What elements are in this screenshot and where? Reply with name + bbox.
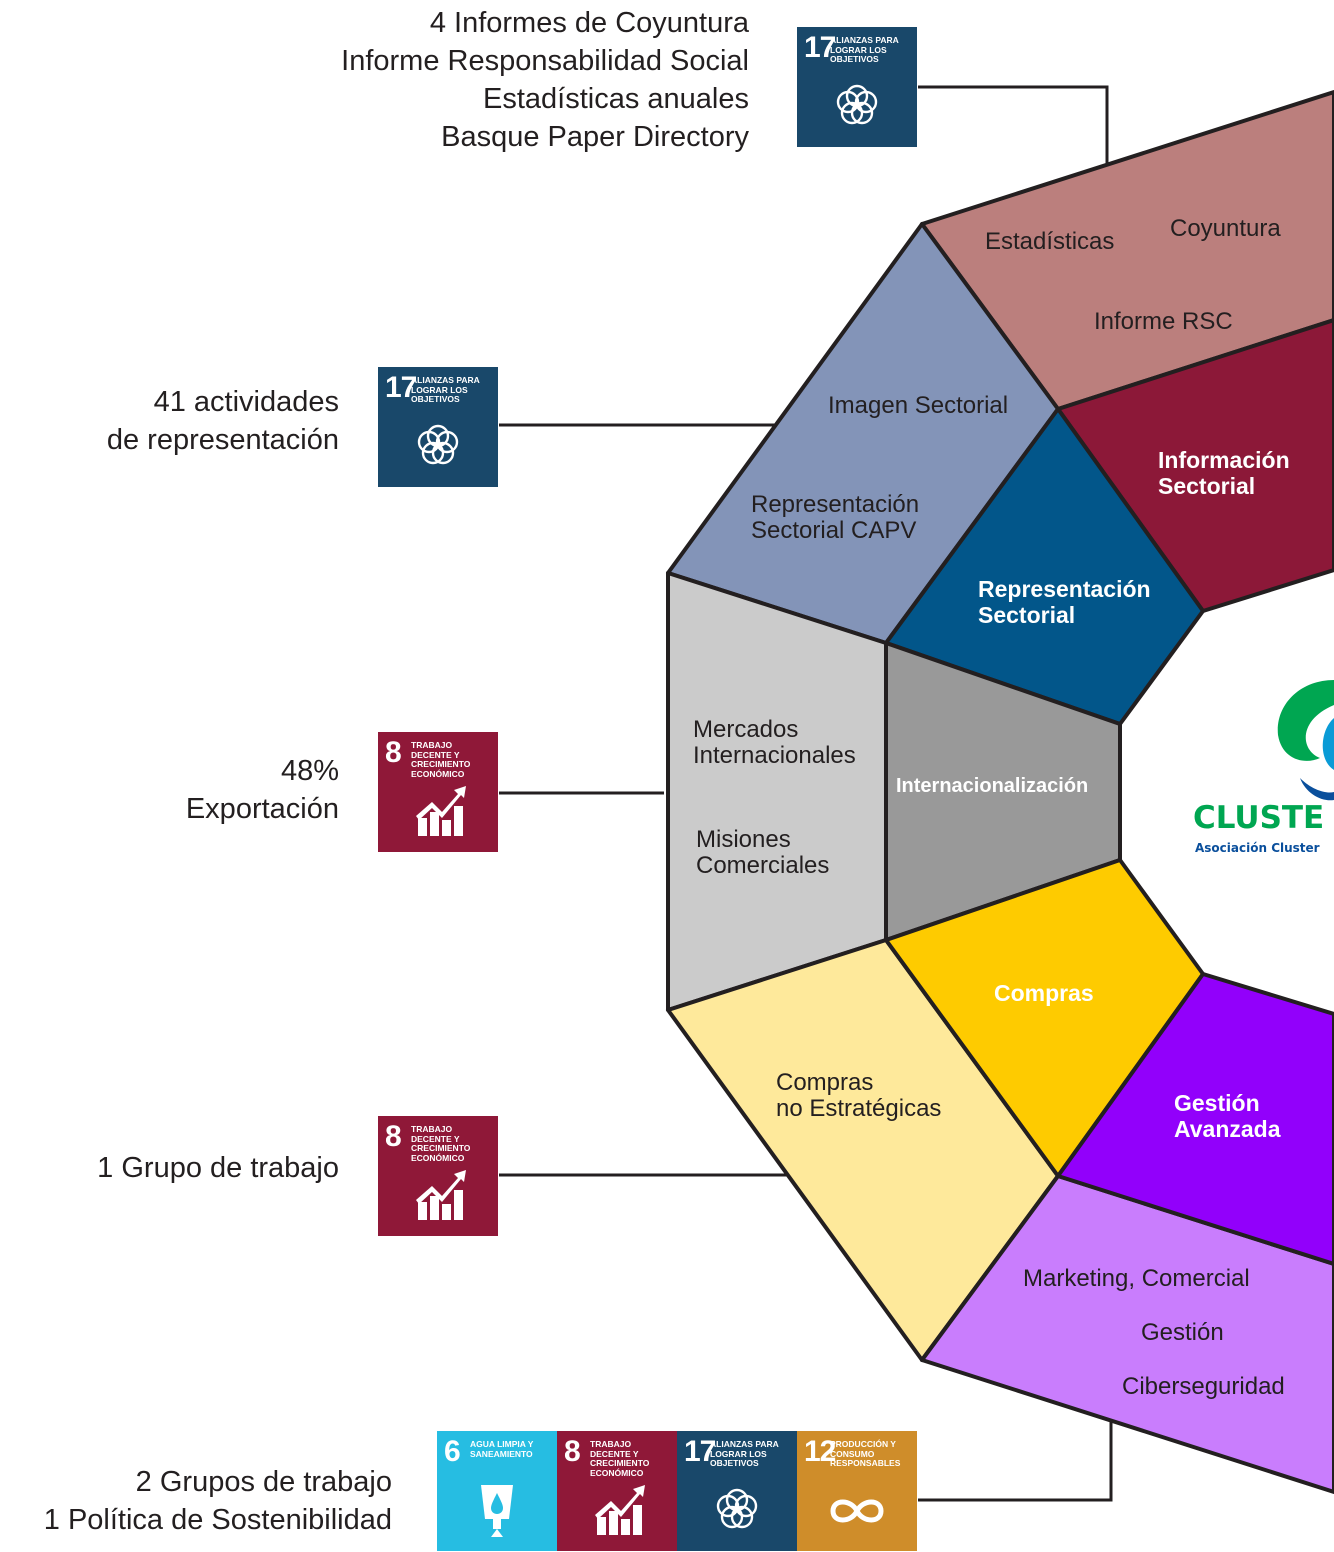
sdg-number: 6	[444, 1435, 461, 1468]
label-representacion-2: Sectorial	[978, 602, 1075, 628]
flower-icon	[836, 84, 878, 125]
item-compras-no-estrategicas-2: no Estratégicas	[776, 1095, 941, 1122]
item-compras-no-estrategicas-1: Compras	[776, 1069, 873, 1096]
segment-gestion[interactable]	[1056, 972, 1334, 1266]
flower-icon	[417, 424, 459, 465]
note-management: 2 Grupos de trabajo 1 Política de Sosten…	[44, 1463, 392, 1539]
segment-internacionalizacion-outer[interactable]	[666, 571, 888, 1012]
water-icon	[481, 1485, 513, 1537]
growth-chart-icon	[416, 786, 466, 836]
sdg-8-tile: 8 Trabajo decente y crecimiento económic…	[557, 1431, 677, 1551]
logo-wave	[1300, 778, 1334, 801]
item-imagen-sectorial: Imagen Sectorial	[828, 392, 1008, 419]
label-gestion-1: Gestión	[1174, 1090, 1260, 1116]
connector-lines	[499, 85, 1113, 1502]
item-ciberseguridad: Ciberseguridad	[1122, 1373, 1285, 1400]
logo-swirl-blue	[1322, 718, 1334, 770]
sdg-caption: Trabajo decente y crecimiento económico	[411, 740, 471, 779]
sdg-number: 8	[385, 1120, 402, 1153]
sdg-caption: Trabajo decente y crecimiento económico	[590, 1439, 650, 1478]
logo-name: CLUSTE	[1193, 800, 1324, 836]
sdg-number: 12	[804, 1435, 836, 1468]
label-compras: Compras	[994, 980, 1094, 1006]
sdg-caption: Alianzas para lograr los objetivos	[411, 375, 480, 404]
note-export: 48% Exportación	[186, 752, 339, 828]
sdg-caption: Producción y consumo responsables	[830, 1439, 901, 1468]
item-coyuntura: Coyuntura	[1170, 215, 1281, 242]
growth-chart-icon	[595, 1485, 645, 1535]
sdg-number: 17	[804, 31, 836, 64]
item-misiones-2: Comerciales	[696, 852, 829, 879]
sdg-number: 8	[385, 736, 402, 769]
note-export-line: Exportación	[185, 793, 339, 825]
sdg-caption: Alianzas para lograr los objetivos	[830, 35, 899, 64]
note-representation-line: de representación	[106, 424, 339, 456]
note-management-line: 1 Política de Sostenibilidad	[43, 1504, 392, 1536]
sdg-17-tile: 17 Alianzas para lograr los objetivos	[677, 1431, 797, 1551]
item-representacion-capv-1: Representación	[751, 491, 919, 518]
sdg-caption: Trabajo decente y crecimiento económico	[411, 1124, 471, 1163]
item-informe-rsc: Informe RSC	[1094, 308, 1233, 335]
note-top-line: Basque Paper Directory	[441, 121, 749, 153]
label-representacion-1: Representación	[978, 576, 1151, 602]
label-internacionalizacion: Internacionalización	[896, 775, 1088, 797]
sdg-17-tile: 17 Alianzas para lograr los objetivos	[797, 27, 917, 147]
sdg-caption: Agua limpia y saneamiento	[470, 1439, 534, 1459]
item-misiones-1: Misiones	[696, 826, 791, 853]
item-representacion-capv-2: Sectorial CAPV	[751, 517, 916, 544]
note-representation: 41 actividades de representación	[107, 383, 339, 459]
note-management-line: 2 Grupos de trabajo	[135, 1466, 392, 1498]
note-purchasing: 1 Grupo de trabajo	[97, 1149, 339, 1187]
note-purchasing-line: 1 Grupo de trabajo	[97, 1152, 339, 1184]
cluster-logo: CLUSTE Asociación Cluster	[1193, 680, 1334, 855]
item-estadisticas: Estadísticas	[985, 228, 1114, 255]
infinity-icon	[830, 1499, 884, 1523]
note-export-line: 48%	[280, 755, 339, 787]
note-top-line: Informe Responsabilidad Social	[341, 45, 749, 77]
note-top-line: 4 Informes de Coyuntura	[429, 7, 749, 39]
label-informacion-1: Información	[1158, 447, 1290, 473]
note-representation-line: 41 actividades	[153, 386, 339, 418]
label-gestion-2: Avanzada	[1174, 1116, 1281, 1142]
note-top: 4 Informes de Coyuntura Informe Responsa…	[341, 4, 749, 156]
flower-icon	[716, 1488, 758, 1529]
sdg-12-tile: 12 Producción y consumo responsables	[797, 1431, 917, 1551]
sdg-6-tile: 6 Agua limpia y saneamiento	[437, 1431, 557, 1551]
item-mercados-1: Mercados	[693, 716, 798, 743]
sdg-number: 17	[385, 371, 417, 404]
label-informacion-2: Sectorial	[1158, 473, 1255, 499]
note-top-line: Estadísticas anuales	[483, 83, 749, 115]
item-gestion: Gestión	[1141, 1319, 1224, 1346]
item-marketing: Marketing, Comercial	[1023, 1265, 1250, 1292]
sdg-8-tile: 8 Trabajo decente y crecimiento económic…	[378, 732, 498, 852]
logo-subtitle: Asociación Cluster	[1195, 841, 1320, 855]
logo-swirl-green	[1277, 680, 1334, 761]
sdg-caption: Alianzas para lograr los objetivos	[710, 1439, 779, 1468]
sdg-17-tile: 17 Alianzas para lograr los objetivos	[378, 367, 498, 487]
connector-management	[918, 1420, 1113, 1502]
sdg-number: 17	[684, 1435, 716, 1468]
item-mercados-2: Internacionales	[693, 742, 856, 769]
sdg-number: 8	[564, 1435, 581, 1468]
connector-top	[918, 85, 1109, 163]
sdg-8-tile: 8 Trabajo decente y crecimiento económic…	[378, 1116, 498, 1236]
growth-chart-icon	[416, 1170, 466, 1220]
